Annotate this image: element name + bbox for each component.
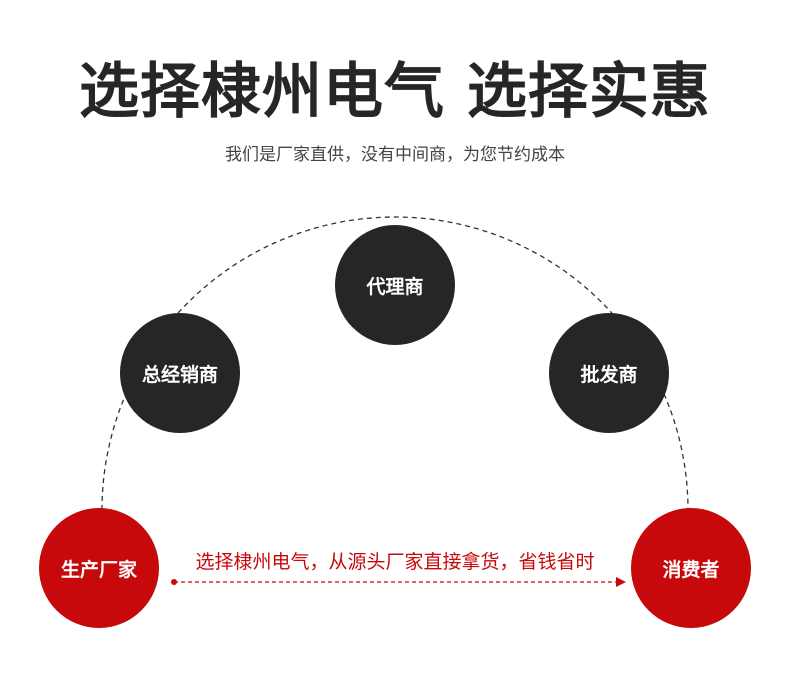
node-manufacturer: 生产厂家 <box>39 508 159 628</box>
node-general-distributor: 总经销商 <box>120 313 240 433</box>
page-title: 选择棣州电气 选择实惠 <box>79 57 711 127</box>
direct-route-note: 选择棣州电气，从源头厂家直接拿货，省钱省时 <box>195 551 595 573</box>
node-manufacturer-label: 生产厂家 <box>60 558 137 581</box>
node-wholesaler-label: 批发商 <box>580 363 638 386</box>
node-consumer-label: 消费者 <box>662 558 720 581</box>
node-wholesaler: 批发商 <box>549 313 669 433</box>
node-agent-label: 代理商 <box>366 275 424 298</box>
node-consumer: 消费者 <box>631 508 751 628</box>
node-general-distributor-label: 总经销商 <box>141 363 218 386</box>
page-subtitle: 我们是厂家直供，没有中间商，为您节约成本 <box>225 145 565 165</box>
node-agent: 代理商 <box>335 225 455 345</box>
